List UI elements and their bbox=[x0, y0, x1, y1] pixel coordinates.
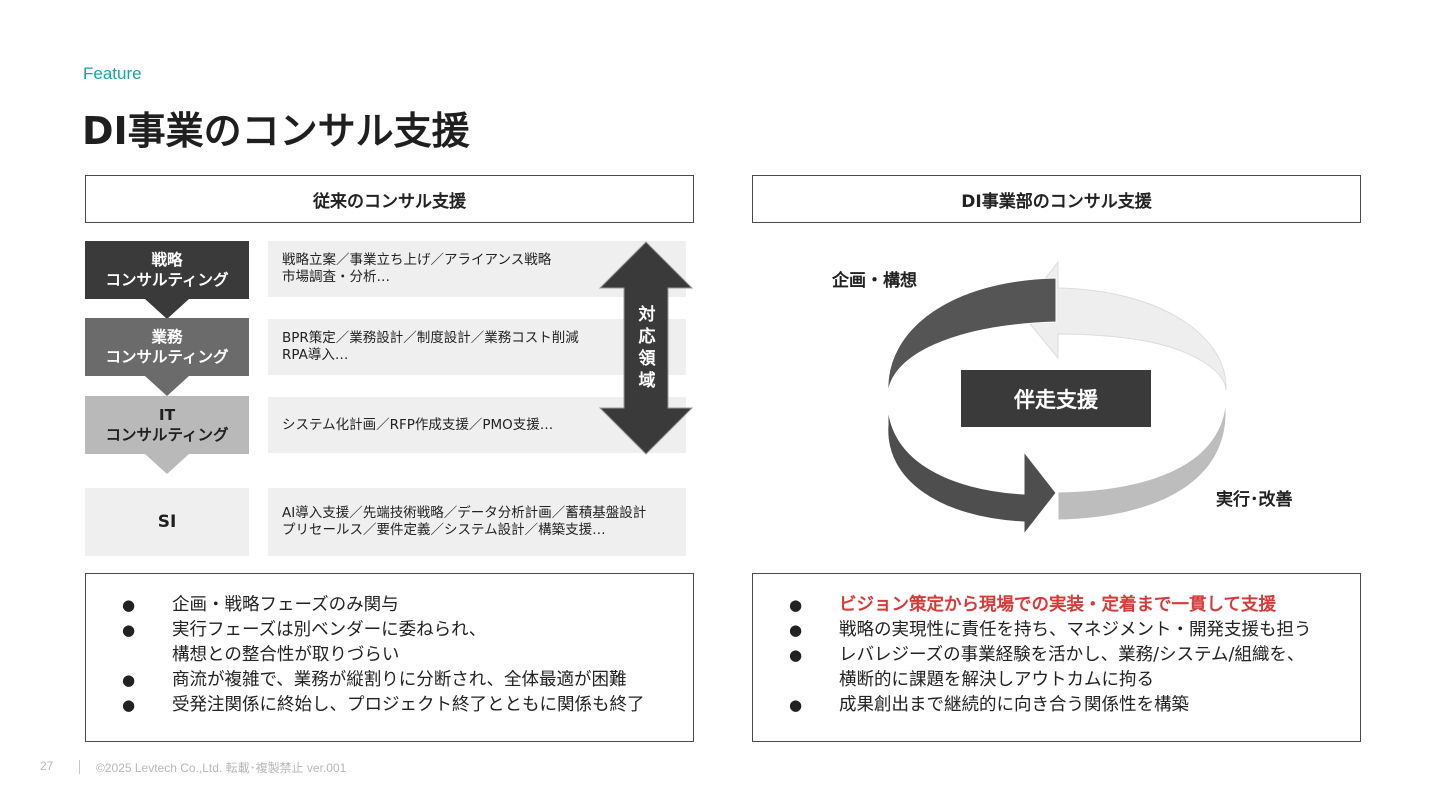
page-number: 27 bbox=[40, 759, 54, 773]
stage-label: コンサルティング bbox=[105, 348, 229, 366]
bullet-item-continuation: 横断的に課題を解決しアウトカムに拘る bbox=[839, 670, 1154, 690]
cycle-diagram bbox=[887, 260, 1227, 536]
bullet-item: ●戦略の実現性に責任を持ち、マネジメント・開発支援も担う bbox=[789, 620, 1312, 640]
stage-description: システム化計画／RFP作成支援／PMO支援… bbox=[268, 397, 686, 453]
cycle-arrow-top bbox=[1019, 260, 1227, 391]
bullet-item: ●受発注関係に終始し、プロジェクト終了とともに関係も終了 bbox=[122, 695, 645, 715]
stage-label: コンサルティング bbox=[105, 271, 229, 289]
bullet-item: ●レバレジーズの事業経験を活かし、業務/システム/組織を、 bbox=[789, 645, 1305, 665]
copyright: ©2025 Levtech Co.,Ltd. 転載･複製禁止 ver.001 bbox=[96, 761, 347, 775]
cycle-arrow-bottom bbox=[887, 394, 1057, 536]
bullet-item: ●成果創出まで継続的に向き合う関係性を構築 bbox=[789, 695, 1189, 715]
stage-label: 戦略 bbox=[151, 251, 183, 269]
page-title: DI事業のコンサル支援 bbox=[82, 109, 470, 153]
bullet-item: ●企画・戦略フェーズのみ関与 bbox=[122, 595, 399, 615]
eyebrow-label: Feature bbox=[83, 64, 142, 83]
stage-description: 戦略立案／事業立ち上げ／アライアンス戦略 市場調査・分析… bbox=[268, 241, 686, 297]
label-plan: 企画・構想 bbox=[832, 271, 917, 291]
desc-line: 戦略立案／事業立ち上げ／アライアンス戦略 bbox=[282, 252, 552, 268]
bullet-item-highlight: ●ビジョン策定から現場での実装・定着まで一貫して支援 bbox=[789, 595, 1276, 615]
desc-line: AI導入支援／先端技術戦略／データ分析計画／蓄積基盤設計 bbox=[282, 505, 647, 521]
scope-double-arrow-icon bbox=[598, 241, 694, 455]
scope-label: 対応領域 bbox=[638, 305, 656, 391]
stage-description: AI導入支援／先端技術戦略／データ分析計画／蓄積基盤設計 プリセールス／要件定義… bbox=[268, 488, 686, 556]
stage-si: SI bbox=[85, 488, 249, 556]
bullet-item: ●実行フェーズは別ベンダーに委ねられ、 bbox=[122, 620, 487, 640]
stage-strategy: 戦略 コンサルティング bbox=[85, 241, 249, 319]
footer-divider bbox=[79, 760, 80, 774]
desc-line: プリセールス／要件定義／システム設計／構築支援… bbox=[282, 522, 606, 538]
desc-line: RPA導入… bbox=[282, 347, 349, 363]
right-heading: DI事業部のコンサル支援 bbox=[752, 175, 1361, 223]
bullet-item-continuation: 構想との整合性が取りづらい bbox=[172, 645, 400, 665]
stage-label: IT bbox=[158, 406, 176, 424]
stage-description: BPR策定／業務設計／制度設計／業務コスト削減 RPA導入… bbox=[268, 319, 686, 375]
down-arrow-icon bbox=[145, 454, 189, 474]
cycle-band-bottom-right bbox=[1057, 389, 1227, 521]
center-badge: 伴走支援 bbox=[961, 370, 1151, 427]
stage-label: コンサルティング bbox=[105, 426, 229, 444]
stage-label: 業務 bbox=[151, 328, 183, 346]
bullet-item: ●商流が複雑で、業務が縦割りに分断され、全体最適が困難 bbox=[122, 670, 627, 690]
stage-business: 業務 コンサルティング bbox=[85, 318, 249, 396]
desc-line: システム化計画／RFP作成支援／PMO支援… bbox=[282, 416, 554, 433]
down-arrow-icon bbox=[145, 299, 189, 319]
left-bullets-box: ●企画・戦略フェーズのみ関与 ●実行フェーズは別ベンダーに委ねられ、 構想との整… bbox=[85, 573, 694, 742]
left-heading: 従来のコンサル支援 bbox=[85, 175, 694, 223]
stage-it: IT コンサルティング bbox=[85, 396, 249, 474]
desc-line: BPR策定／業務設計／制度設計／業務コスト削減 bbox=[282, 330, 579, 346]
label-execute: 実行･改善 bbox=[1216, 490, 1293, 510]
right-bullets-box: ●ビジョン策定から現場での実装・定着まで一貫して支援 ●戦略の実現性に責任を持ち… bbox=[752, 573, 1361, 742]
desc-line: 市場調査・分析… bbox=[282, 269, 390, 285]
down-arrow-icon bbox=[145, 376, 189, 396]
cycle-band-top-left bbox=[887, 277, 1057, 396]
stage-label: SI bbox=[157, 512, 177, 532]
